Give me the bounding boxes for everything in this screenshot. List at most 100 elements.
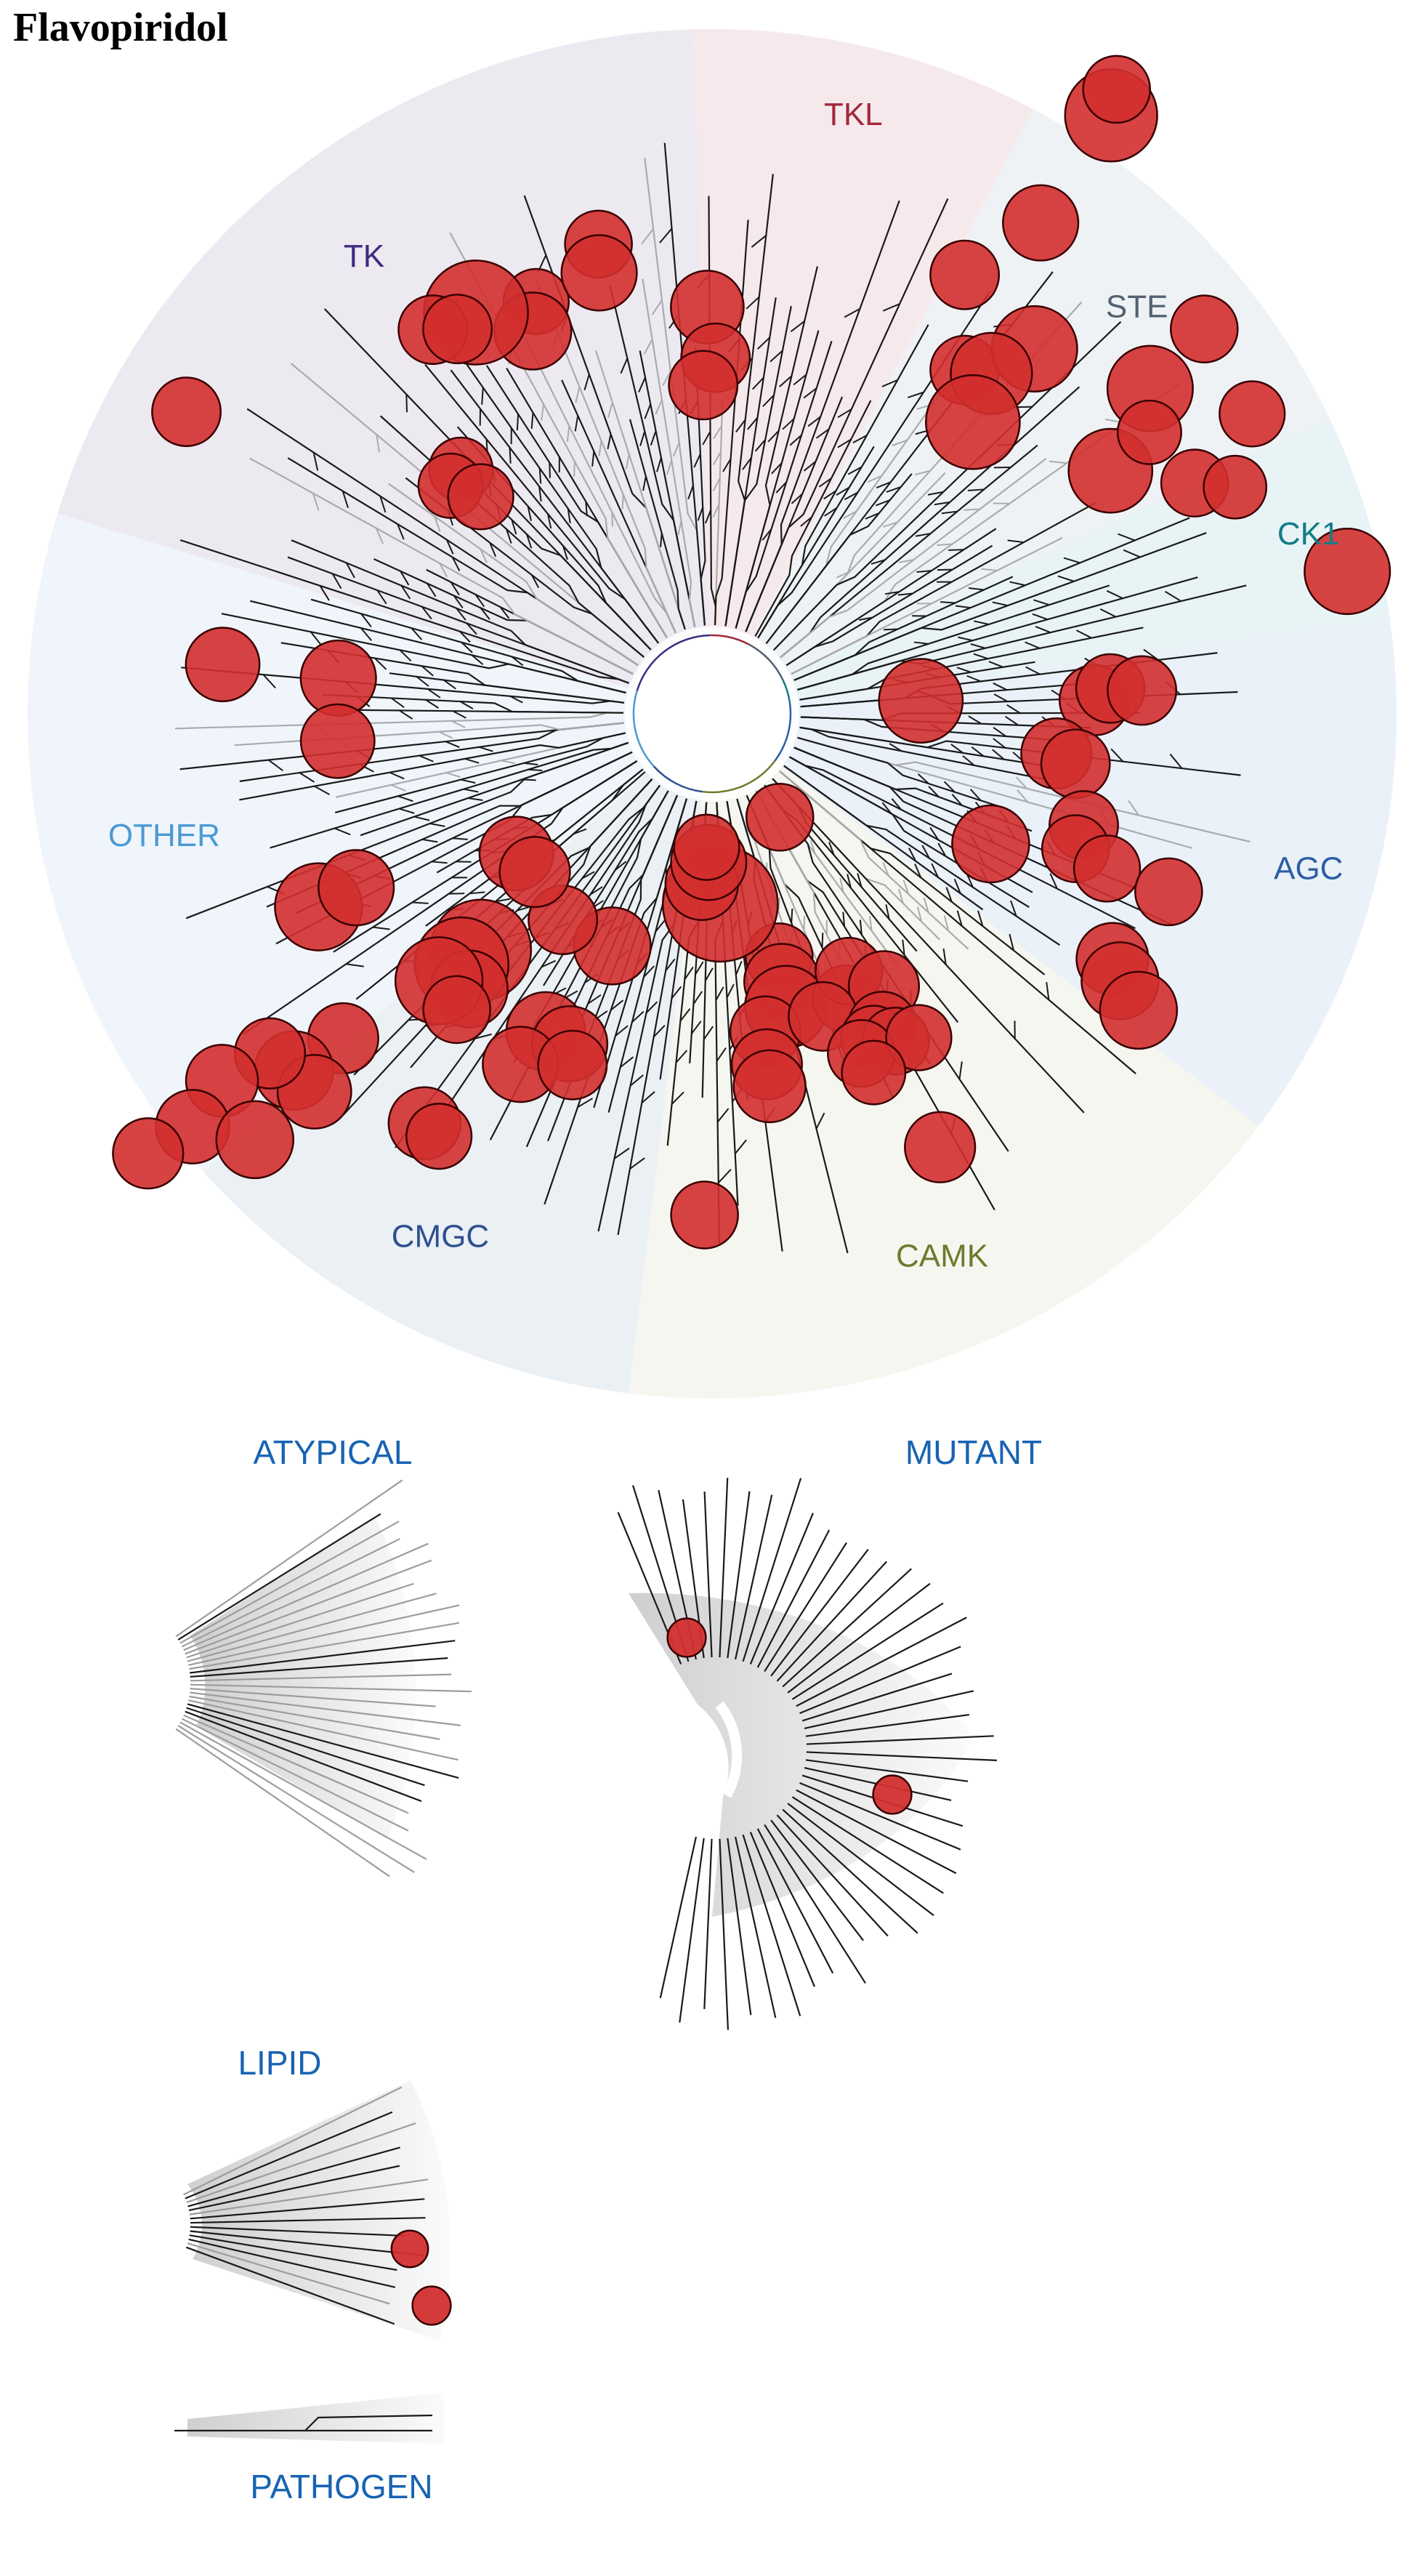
branch-tick xyxy=(509,447,512,464)
branch-tick xyxy=(464,788,479,793)
branch-tick xyxy=(1046,981,1050,1000)
branch-tick xyxy=(421,838,438,843)
branch-tick xyxy=(262,674,276,689)
branch-tick xyxy=(400,585,411,600)
branch-tick xyxy=(405,394,408,413)
branch-tick xyxy=(803,461,817,472)
branch-tick xyxy=(891,798,902,810)
hub-arc-other xyxy=(632,691,655,768)
branch-tick xyxy=(598,440,602,456)
branch xyxy=(800,716,1068,742)
branch-tick xyxy=(687,485,694,500)
hit-marker-cmgc xyxy=(537,1029,608,1100)
branch xyxy=(304,2414,433,2431)
branch-tick xyxy=(516,414,520,431)
branch-tick xyxy=(1057,575,1075,582)
branch-tick xyxy=(505,528,512,544)
hit-marker-tk xyxy=(447,463,514,531)
branch xyxy=(185,2246,395,2325)
branch-tick xyxy=(331,573,342,589)
branch-tick xyxy=(629,1074,644,1087)
branch-tick xyxy=(312,493,320,511)
branch-tick xyxy=(495,898,511,903)
branch-tick xyxy=(373,926,390,930)
branch xyxy=(787,1582,931,1694)
branch-tick xyxy=(527,506,532,521)
branch xyxy=(188,2165,400,2212)
branch-tick xyxy=(655,399,663,415)
branch-tick xyxy=(969,789,982,801)
branch xyxy=(724,305,792,627)
branch-tick xyxy=(474,1033,492,1039)
branch xyxy=(642,278,696,627)
branch-tick xyxy=(511,519,517,535)
branch xyxy=(187,1703,459,1779)
branch-tick xyxy=(641,1091,655,1103)
branch-tick xyxy=(445,741,460,748)
branch-tick xyxy=(889,743,902,752)
hub-arc-ste xyxy=(748,643,784,680)
branch-tick xyxy=(793,374,807,386)
branch xyxy=(799,1646,961,1715)
branch-tick xyxy=(809,840,816,854)
branch xyxy=(734,1494,773,1660)
branch-tick xyxy=(547,513,552,529)
hit-marker-tkl xyxy=(1002,184,1080,262)
branch-tick xyxy=(466,622,477,635)
branch-tick xyxy=(735,961,743,975)
branch-tick xyxy=(665,958,676,972)
branch xyxy=(185,2111,393,2199)
branch-tick xyxy=(713,425,723,440)
branch-tick xyxy=(973,653,988,660)
branch-tick xyxy=(800,516,812,527)
branch-tick xyxy=(828,842,835,856)
branch-tick xyxy=(1110,748,1124,762)
hit-marker-camk xyxy=(904,1111,977,1183)
branch-tick xyxy=(427,688,441,699)
branch-tick xyxy=(992,601,1009,607)
branch xyxy=(780,458,1047,659)
branch-tick xyxy=(459,701,474,709)
branch xyxy=(181,1538,400,1648)
hit-marker-agc xyxy=(1134,857,1203,927)
panel-wedge-mutant xyxy=(629,1593,974,1917)
branch xyxy=(239,732,626,801)
branch-tick xyxy=(943,915,950,931)
branch-tick xyxy=(267,759,283,772)
branch-tick xyxy=(376,589,387,605)
branch-tick xyxy=(981,568,998,572)
branch xyxy=(799,726,1048,781)
branch-tick xyxy=(448,893,465,895)
branch-tick xyxy=(693,454,701,468)
hit-marker-camk xyxy=(745,782,815,852)
branch-tick xyxy=(376,434,380,453)
panel-mutant: MUTANT xyxy=(617,1433,1042,2030)
branch-tick xyxy=(1015,776,1028,789)
branch-tick xyxy=(716,1108,730,1123)
branch-tick xyxy=(913,641,929,645)
branch-tick xyxy=(962,755,975,766)
branch-tick xyxy=(815,428,830,439)
hit-marker-cmgc xyxy=(673,813,740,881)
branch-tick xyxy=(940,601,956,604)
branch xyxy=(186,1582,414,1659)
sector-tkl xyxy=(694,28,1034,714)
branch-tick xyxy=(360,613,372,627)
branch xyxy=(188,1699,458,1761)
branch xyxy=(796,1789,957,1875)
branch xyxy=(742,1478,802,1662)
hit-marker-camk xyxy=(841,1039,907,1106)
hit-marker-ste xyxy=(1116,399,1182,465)
branch-tick xyxy=(971,746,985,757)
branch xyxy=(793,532,1207,681)
branch-tick xyxy=(469,891,485,895)
branch-tick xyxy=(902,880,910,895)
branch-tick xyxy=(704,967,714,982)
group-label-cmgc: CMGC xyxy=(392,1219,489,1255)
branch-tick xyxy=(852,435,868,443)
branch-tick xyxy=(310,631,323,646)
branch xyxy=(595,350,686,630)
branch-tick xyxy=(566,425,570,442)
